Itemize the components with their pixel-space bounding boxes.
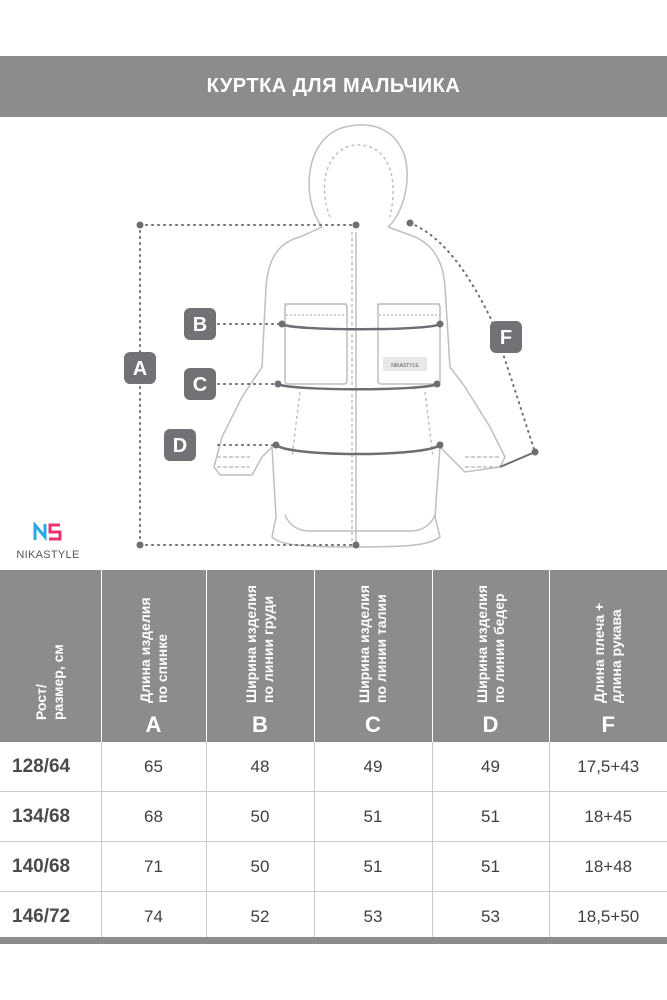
nikastyle-logo-icon (33, 520, 62, 542)
measurement-dots (136, 219, 539, 549)
brand-name: NIKASTYLE (16, 549, 80, 561)
table-cell: 52 (206, 891, 315, 942)
table-cell: 50 (206, 841, 315, 892)
table-cell: 51 (432, 791, 550, 842)
size-cell: 140/68 (0, 841, 102, 892)
header-letter-b: B (252, 712, 268, 737)
table-row: 140/68 71 50 51 51 18+48 (0, 841, 667, 892)
header-letter-f: F (601, 712, 615, 737)
table-row: 134/68 68 50 51 51 18+45 (0, 791, 667, 842)
size-cell: 128/64 (0, 742, 102, 792)
svg-text:C: C (193, 374, 207, 396)
header-size: Рост/ размер, см (0, 570, 102, 742)
table-cell: 49 (432, 742, 550, 792)
svg-text:B: B (193, 314, 207, 336)
svg-text:A: A (133, 358, 147, 380)
table-cell: 51 (314, 841, 433, 892)
svg-text:D: D (173, 435, 187, 457)
size-chart-table: Рост/ размер, см Длина изделия по спинке… (0, 570, 667, 942)
table-cell: 49 (314, 742, 433, 792)
label-d: D (164, 429, 196, 461)
jacket-diagram: NIKASTYLE A B (124, 124, 539, 549)
table-cell: 53 (432, 891, 550, 942)
table-header-row: Рост/ размер, см Длина изделия по спинке… (0, 570, 667, 742)
jacket-print-label: NIKASTYLE (391, 363, 419, 369)
label-f: F (490, 321, 522, 353)
page-title: КУРТКА ДЛЯ МАЛЬЧИКА (206, 75, 461, 97)
table-cell: 53 (314, 891, 433, 942)
page-title-bar: КУРТКА ДЛЯ МАЛЬЧИКА (0, 56, 667, 117)
size-cell: 134/68 (0, 791, 102, 842)
table-cell: 18,5+50 (549, 891, 667, 942)
svg-text:F: F (500, 327, 512, 349)
size-cell: 146/72 (0, 891, 102, 942)
header-letter-a: A (145, 712, 162, 737)
label-a: A (124, 352, 156, 384)
table-cell: 18+45 (549, 791, 667, 842)
header-letter-d: D (482, 712, 499, 737)
bottom-divider (0, 937, 667, 944)
table-cell: 48 (206, 742, 315, 792)
table-cell: 50 (206, 791, 315, 842)
header-letter-c: C (365, 712, 381, 737)
table-cell: 51 (314, 791, 433, 842)
table-cell: 71 (101, 841, 207, 892)
table-cell: 65 (101, 742, 207, 792)
label-b: B (184, 308, 216, 340)
table-row: 146/72 74 52 53 53 18,5+50 (0, 891, 667, 942)
brand-logo: NIKASTYLE (8, 520, 88, 561)
label-c: C (184, 368, 216, 400)
jacket-outline (213, 124, 506, 548)
table-cell: 68 (101, 791, 207, 842)
measurement-lines (139, 222, 536, 546)
table-row: 128/64 65 48 49 49 17,5+43 (0, 742, 667, 792)
table-cell: 74 (101, 891, 207, 942)
table-cell: 17,5+43 (549, 742, 667, 792)
table-cell: 51 (432, 841, 550, 892)
table-cell: 18+48 (549, 841, 667, 892)
